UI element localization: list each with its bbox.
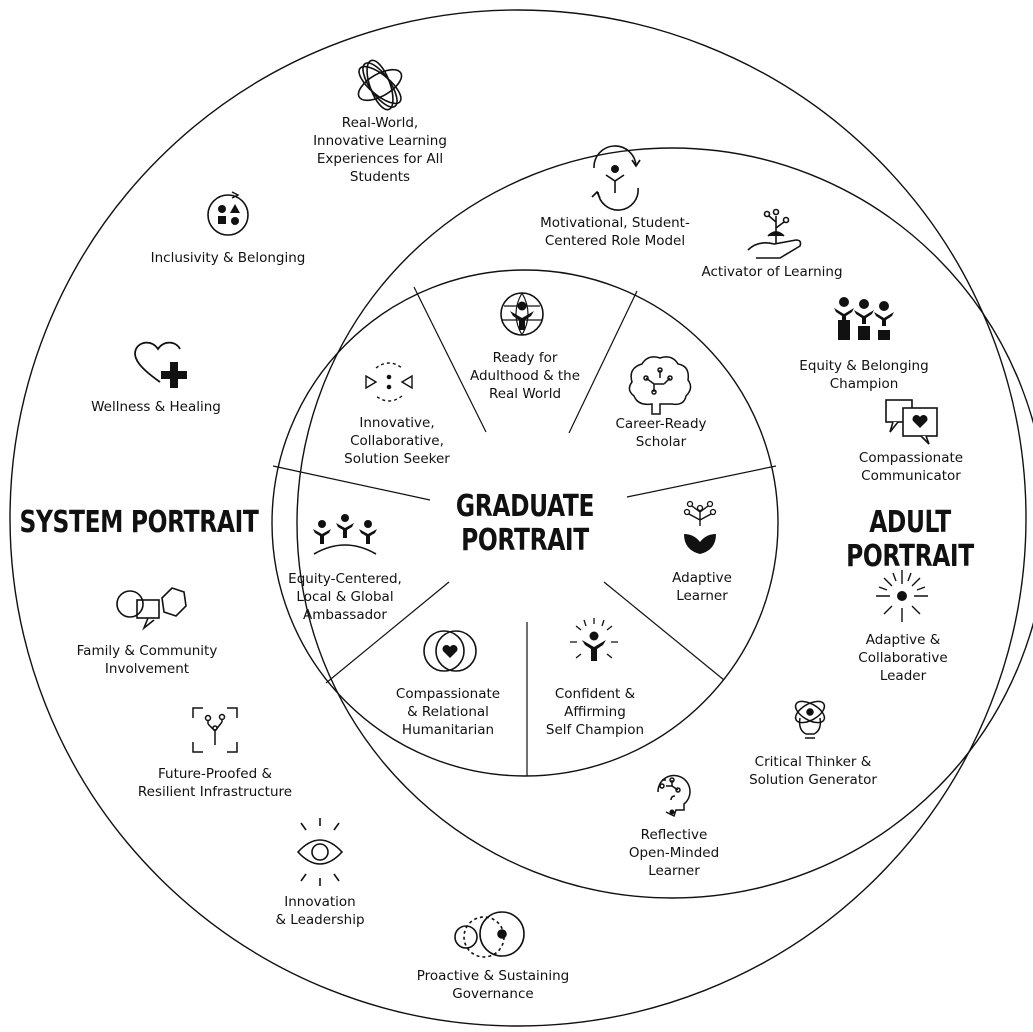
graduate-confident-label: Confident & Affirming Self Champion [545,686,645,738]
system-innovation-label: Innovation & Leadership [275,894,365,928]
overlapping-circles-icon [454,911,525,958]
sector-dividers [272,286,777,776]
adult-portrait-title: ADULT PORTRAIT [846,505,974,574]
adult-critical-label: Critical Thinker & Solution Generator [749,754,877,788]
adult-leader-label: Adaptive & Collaborative Leader [858,632,948,684]
podium-people-icon [834,297,894,340]
system-portrait-title: SYSTEM PORTRAIT [19,505,259,540]
brain-circuit-icon [628,356,692,415]
arrows-cycle-icon [365,362,413,402]
hand-plant-icon [747,208,802,259]
heart-circles-icon [423,630,477,672]
graduate-adaptive-label: Adaptive Learner [672,570,732,604]
shapes-cycle-icon [207,191,249,236]
people-arc-icon [313,514,377,555]
system-wellness-label: Wellness & Healing [91,399,221,415]
lightbulb-atom-icon [794,700,826,739]
system-governance-label: Proactive & Sustaining Governance [416,968,570,1002]
person-sparkle-icon [570,618,618,661]
graduate-compassionate-label: Compassionate & Relational Humanitarian [395,686,501,738]
graduate-ready-label: Ready for Adulthood & the Real World [469,350,581,402]
heart-chat-icon [885,399,938,445]
graduate-equity-label: Equity-Centered, Local & Global Ambassad… [288,571,402,623]
circuit-frame-icon [192,707,238,753]
adult-equity-champion-label: Equity & Belonging Champion [799,358,929,392]
system-family-label: Family & Community Involvement [76,643,218,677]
adult-ring [296,147,1033,899]
graduate-hub [427,425,623,621]
orbit-rings-icon [357,59,403,111]
graduate-portrait-title: GRADUATE PORTRAIT [455,489,595,558]
graduate-innovative-label: Innovative, Collaborative, Solution Seek… [344,415,450,467]
graduate-ring [271,269,779,777]
starburst-icon [876,570,928,622]
adult-motivational-label: Motivational, Student- Centered Role Mod… [540,215,690,249]
system-ring [9,9,1027,1027]
person-cycle-icon [591,145,641,211]
system-real-world-label: Real-World, Innovative Learning Experien… [313,115,447,185]
system-future-label: Future-Proofed & Resilient Infrastructur… [137,766,293,800]
speech-bubbles-icon [116,587,187,631]
system-inclusivity-label: Inclusivity & Belonging [150,250,306,266]
heart-plus-icon [134,341,187,388]
eye-icon [296,818,344,886]
globe-person-icon [500,292,544,336]
head-question-icon [657,774,691,818]
flower-circuit-icon [683,500,717,554]
adult-reflective-label: Reflective Open-Minded Learner [628,827,720,879]
adult-activator-label: Activator of Learning [701,264,843,280]
adult-communicator-label: Compassionate Communicator [858,450,964,484]
graduate-career-label: Career-Ready Scholar [615,416,707,450]
